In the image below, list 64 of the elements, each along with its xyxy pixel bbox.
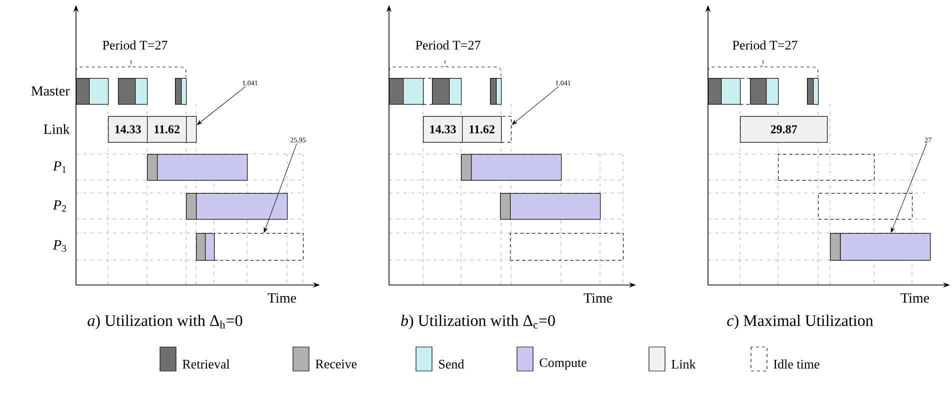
legend-label: Receive	[316, 360, 357, 368]
panel-caption: b) Utilization with Δ$_{c}$=0	[401, 314, 555, 330]
idle-box	[778, 154, 875, 181]
compute-bar	[471, 154, 562, 181]
receive-bar	[461, 154, 472, 181]
panel-caption: c) Maximal Utilization	[727, 314, 874, 330]
send-bar	[496, 78, 502, 105]
idle-box	[214, 233, 304, 261]
send-bar	[135, 78, 148, 105]
retrieval-bar	[490, 78, 497, 105]
retrieval-bar	[76, 78, 90, 105]
row-label: P$_{2}$	[52, 200, 66, 212]
axis-label: Time	[900, 293, 930, 303]
row-label: Link	[44, 124, 70, 134]
send-bar	[766, 78, 779, 105]
retrieval-bar	[708, 78, 722, 105]
compute-bar	[196, 193, 288, 220]
receive-bar	[186, 193, 197, 220]
compute-bar	[157, 154, 248, 181]
receive-bar	[830, 233, 841, 261]
row-label: P$_{3}$	[52, 240, 66, 252]
legend-label: Idle time	[774, 359, 820, 369]
idle-box	[818, 193, 913, 220]
row-label: P$_{1}$	[52, 161, 66, 173]
send-bar	[721, 78, 741, 105]
period-label: Period T=27	[416, 40, 480, 50]
legend-label: Retrieval	[182, 359, 230, 369]
leader-line	[196, 86, 246, 125]
idle-box	[501, 116, 512, 143]
link-bar-segment: 11.62	[462, 116, 502, 143]
compute-bar	[205, 233, 215, 261]
send-bar	[449, 78, 462, 105]
period-label: Period T=27	[102, 40, 168, 50]
retrieval-bar	[432, 78, 450, 105]
legend-label: Send	[439, 359, 464, 369]
retrieval-bar	[118, 78, 136, 105]
send-bar	[403, 78, 424, 105]
leader-line	[512, 86, 559, 125]
period-label: Period T=27	[732, 40, 798, 50]
row-label: Master	[31, 86, 70, 96]
link-bar-segment: 29.87	[740, 116, 828, 143]
idle-box	[510, 233, 624, 261]
compute-bar	[840, 233, 931, 261]
panel-caption: a) Utilization with Δ$_{h}$=0	[88, 314, 242, 330]
receive-bar	[500, 193, 511, 220]
link-bar-segment: 14.33	[423, 116, 463, 143]
link-bar-segment	[186, 116, 197, 143]
axis-label: Time	[268, 293, 296, 303]
retrieval-bar	[175, 78, 182, 105]
leader-line	[890, 143, 927, 233]
retrieval-bar	[389, 78, 404, 105]
receive-bar	[196, 233, 206, 261]
receive-bar	[147, 154, 158, 181]
send-bar	[181, 78, 187, 105]
compute-bar	[510, 193, 601, 220]
legend-label: Link	[672, 360, 696, 369]
send-bar	[89, 78, 109, 105]
retrieval-bar	[750, 78, 767, 105]
send-bar	[813, 78, 819, 105]
axis-label: Time	[584, 293, 612, 303]
retrieval-bar	[807, 78, 814, 105]
legend-label: Compute	[540, 358, 586, 370]
leader-line	[264, 143, 297, 233]
link-bar-segment: 14.33	[108, 116, 148, 143]
